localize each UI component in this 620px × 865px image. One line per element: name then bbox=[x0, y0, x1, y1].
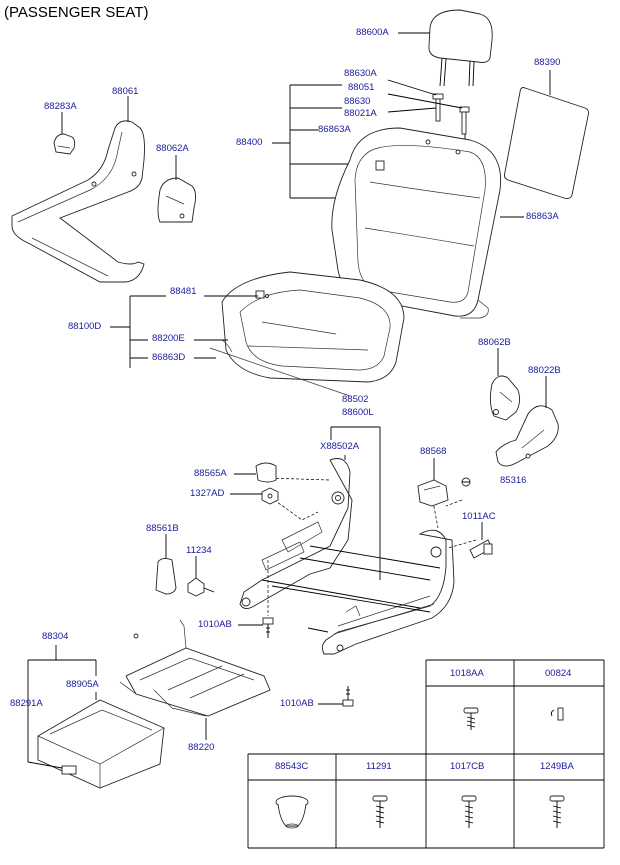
screw-1017CB-icon bbox=[461, 795, 477, 828]
diagram-title: (PASSENGER SEAT) bbox=[4, 4, 149, 21]
label-86863D: 86863D bbox=[152, 352, 186, 363]
label-1011AC: 1011AC bbox=[462, 511, 496, 522]
label-88022B: 88022B bbox=[528, 365, 561, 376]
label-88400: 88400 bbox=[236, 137, 263, 148]
table-cell-1017CB: 1017CB bbox=[450, 761, 485, 772]
label-88100D: 88100D bbox=[68, 321, 102, 332]
lever-knob bbox=[417, 479, 449, 507]
label-88220: 88220 bbox=[188, 742, 215, 753]
screw-1018AA-icon bbox=[463, 707, 479, 730]
label-88481: 88481 bbox=[170, 286, 197, 297]
label-X88502A: X88502A bbox=[320, 441, 360, 452]
bolt-85316 bbox=[461, 477, 471, 487]
headrest-guides bbox=[432, 93, 470, 140]
label-86863A-side: 86863A bbox=[526, 211, 559, 222]
label-88051: 88051 bbox=[348, 82, 375, 93]
screw-1249BA-icon bbox=[549, 795, 565, 828]
label-88304: 88304 bbox=[42, 631, 69, 642]
fastener-table bbox=[247, 659, 605, 849]
cover-88561B bbox=[155, 557, 177, 595]
label-85316: 85316 bbox=[500, 475, 527, 486]
label-88390: 88390 bbox=[534, 57, 561, 68]
bolt-1010AB-upper bbox=[262, 617, 274, 638]
side-cover-b bbox=[489, 375, 521, 421]
label-1010AB-upper: 1010AB bbox=[198, 619, 232, 630]
label-1010AB-lower: 1010AB bbox=[280, 698, 314, 709]
nut-1327AD bbox=[261, 487, 279, 505]
side-cover-a bbox=[157, 177, 197, 223]
table-cell-88543C: 88543C bbox=[275, 761, 309, 772]
label-11234: 11234 bbox=[186, 545, 212, 556]
label-88062B: 88062B bbox=[478, 337, 511, 348]
clip-part bbox=[53, 133, 76, 155]
bolt-1010AB-lower bbox=[342, 686, 354, 707]
label-88200E: 88200E bbox=[152, 333, 185, 344]
table-cell-1249BA: 1249BA bbox=[540, 761, 574, 772]
label-88291A: 88291A bbox=[10, 698, 43, 709]
label-88568: 88568 bbox=[420, 446, 447, 457]
seat-track-frame bbox=[239, 458, 455, 655]
seat-back-cushion bbox=[331, 127, 502, 319]
table-cell-1018AA: 1018AA bbox=[450, 668, 484, 679]
bolt-11234 bbox=[187, 577, 215, 597]
label-86863A-back: 86863A bbox=[318, 124, 351, 135]
label-88502: 88502 bbox=[342, 394, 369, 405]
seat-cushion bbox=[209, 271, 405, 397]
drawer-box bbox=[37, 699, 165, 789]
table-cell-11291: 11291 bbox=[366, 761, 392, 772]
label-88561B: 88561B bbox=[146, 523, 179, 534]
seat-side-frame bbox=[11, 120, 145, 283]
label-88600A: 88600A bbox=[356, 27, 389, 38]
screw-11291-icon bbox=[372, 795, 388, 828]
clip-00824-icon bbox=[550, 707, 564, 721]
label-88905A: 88905A bbox=[66, 679, 99, 690]
label-88600L: 88600L bbox=[342, 407, 374, 418]
lever-clip bbox=[255, 462, 277, 483]
headrest-part bbox=[428, 9, 493, 87]
label-88565A: 88565A bbox=[194, 468, 227, 479]
grommet-88543C-icon bbox=[275, 795, 309, 829]
label-88021A: 88021A bbox=[344, 108, 377, 119]
label-88061: 88061 bbox=[112, 86, 139, 97]
table-cell-00824: 00824 bbox=[545, 668, 572, 679]
label-88630: 88630 bbox=[344, 96, 371, 107]
label-1327AD: 1327AD bbox=[190, 488, 225, 499]
bolt-1011AC bbox=[469, 539, 493, 559]
underseat-tray bbox=[119, 619, 271, 717]
label-88062A: 88062A bbox=[156, 143, 189, 154]
label-88283A: 88283A bbox=[44, 101, 77, 112]
label-88630A: 88630A bbox=[344, 68, 377, 79]
seat-back-board bbox=[503, 87, 590, 200]
